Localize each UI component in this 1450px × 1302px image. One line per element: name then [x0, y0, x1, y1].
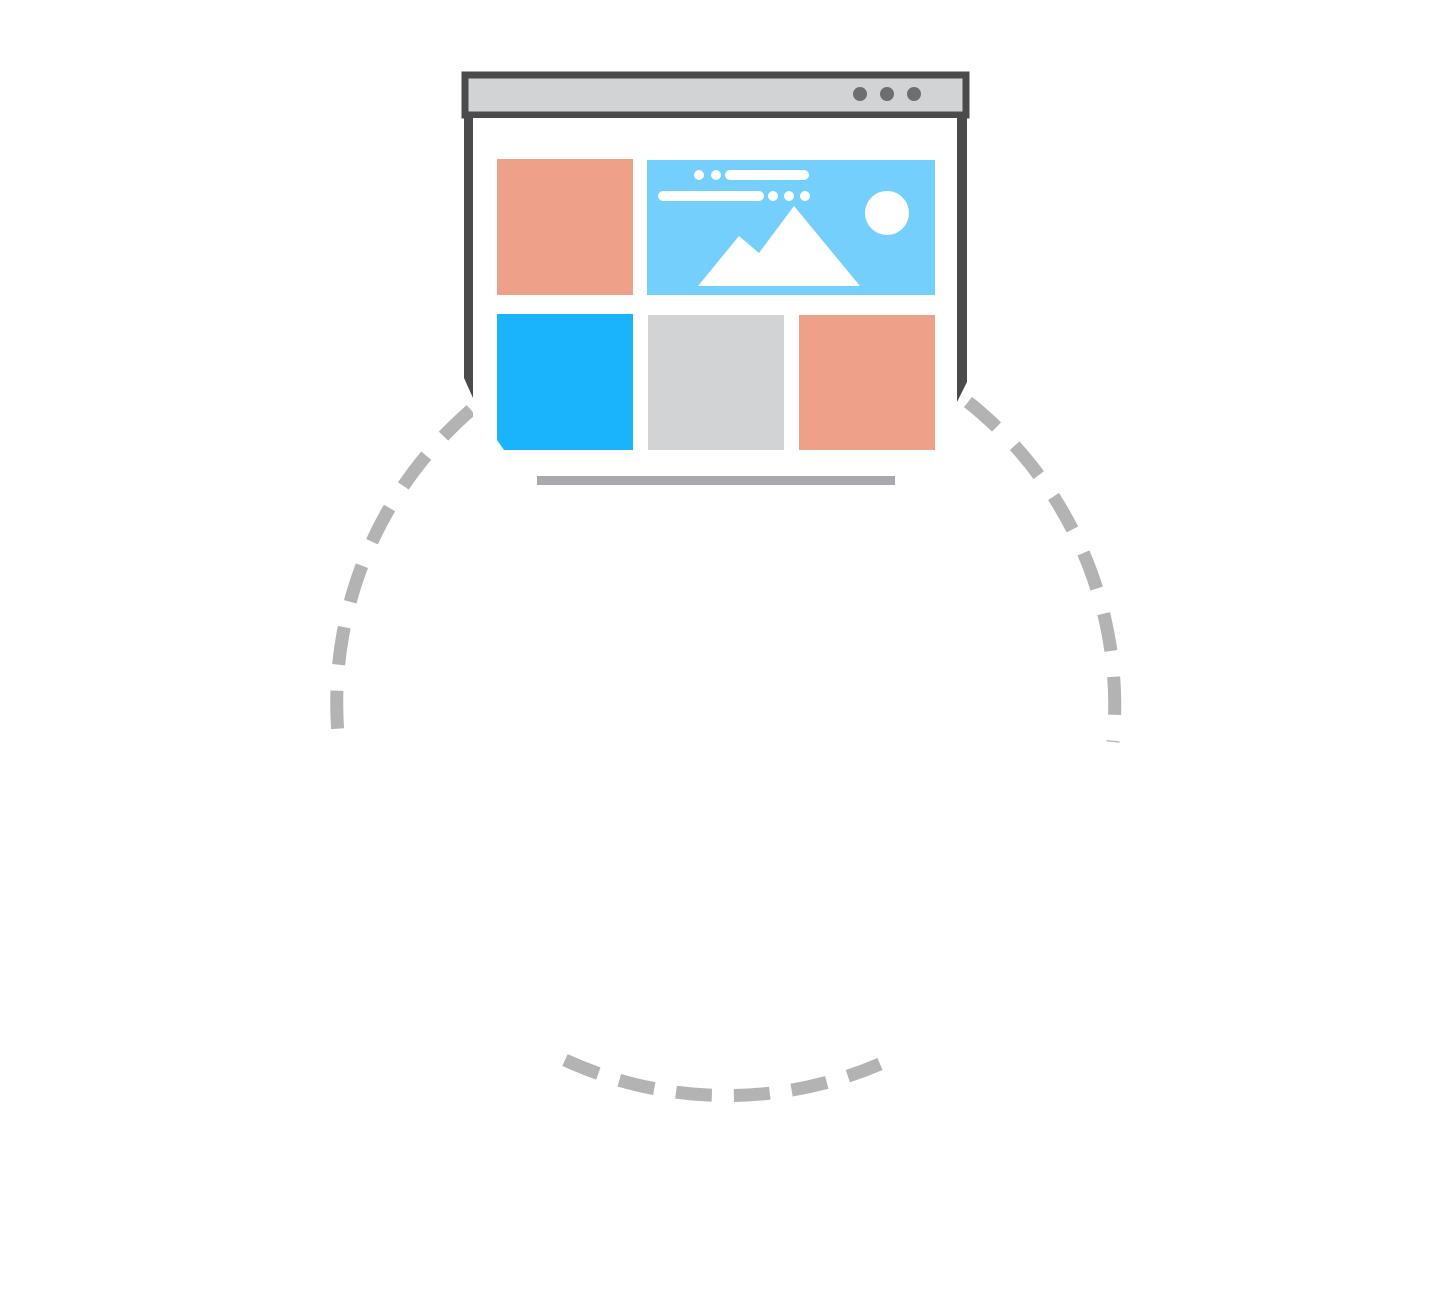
dashed-arc-right: [963, 396, 1122, 743]
tile-top-left: [497, 159, 633, 295]
tile-bottom-middle: [648, 315, 784, 450]
window-base-line: [537, 476, 895, 485]
dashed-arc-bottom: [562, 1054, 883, 1103]
hero-text-lines: [658, 170, 810, 201]
text-dot: [694, 170, 704, 180]
dashed-arc-left: [330, 405, 476, 746]
sun-icon: [865, 191, 909, 235]
text-dot: [784, 191, 794, 201]
window-controls: [853, 87, 921, 101]
hero-image-tile: [647, 160, 935, 295]
tile-bottom-right: [799, 315, 935, 450]
mountain-icon: [698, 206, 860, 286]
tile-bottom-left: [497, 314, 633, 450]
window-dot-icon: [907, 87, 921, 101]
mountain-sun-image-icon: [698, 191, 909, 286]
window-dot-icon: [880, 87, 894, 101]
text-line: [725, 170, 809, 180]
text-dot: [711, 170, 721, 180]
layout-grid: [497, 159, 935, 450]
text-dot: [800, 191, 810, 201]
text-dot: [768, 191, 778, 201]
dashed-orbit-circle: [330, 396, 1122, 1103]
text-line: [658, 191, 764, 201]
window-dot-icon: [853, 87, 867, 101]
